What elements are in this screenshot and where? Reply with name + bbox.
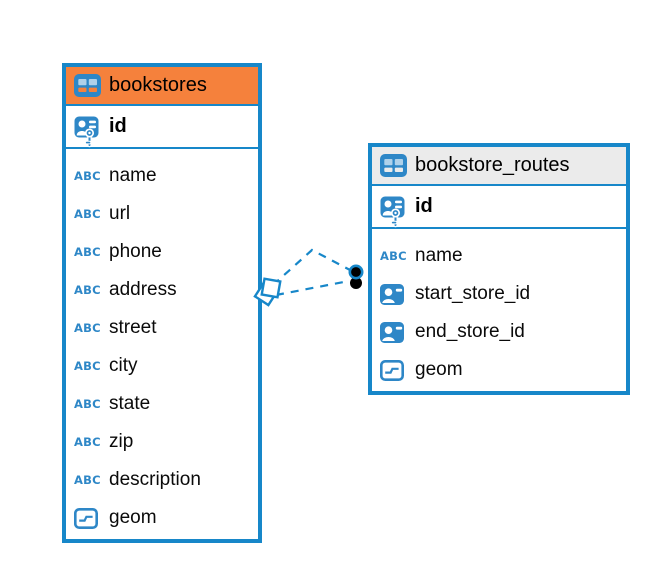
column-list: ABC name start_store_id end_store_id geom xyxy=(372,229,626,391)
text-type-icon: ABC xyxy=(74,207,101,221)
column-label: city xyxy=(109,355,138,376)
column-row-url[interactable]: ABC url xyxy=(66,195,258,233)
text-type-icon: ABC xyxy=(74,321,101,335)
column-label: start_store_id xyxy=(415,283,531,304)
column-row-geom[interactable]: geom xyxy=(66,499,258,537)
column-label: url xyxy=(109,203,131,224)
text-type-icon: ABC xyxy=(74,435,101,449)
column-row-description[interactable]: ABC description xyxy=(66,461,258,499)
column-row-address[interactable]: ABC address xyxy=(66,271,258,309)
primary-key-icon xyxy=(380,186,408,228)
column-row-start_store_id[interactable]: start_store_id xyxy=(372,275,626,313)
table-icon xyxy=(74,74,102,97)
one-end-circle-marker xyxy=(348,264,364,289)
many-end-diamond-marker xyxy=(253,277,282,307)
table-header-bookstores[interactable]: bookstores xyxy=(66,67,258,106)
geometry-type-icon xyxy=(73,507,102,529)
reference-icon xyxy=(380,283,408,305)
column-label: geom xyxy=(415,359,463,380)
relation-line-start-store[interactable] xyxy=(272,248,351,286)
column-label: zip xyxy=(109,431,134,452)
table-title: bookstore_routes xyxy=(415,154,570,176)
column-label: street xyxy=(109,317,157,338)
primary-key-label: id xyxy=(109,115,127,137)
column-label: end_store_id xyxy=(415,321,525,342)
reference-icon xyxy=(380,321,408,343)
column-row-state[interactable]: ABC state xyxy=(66,385,258,423)
text-type-icon: ABC xyxy=(74,169,101,183)
column-label: name xyxy=(109,165,157,186)
fk-relationship-connector[interactable] xyxy=(243,233,373,323)
text-type-icon: ABC xyxy=(74,397,101,411)
primary-key-row[interactable]: id xyxy=(372,186,626,229)
geometry-type-icon xyxy=(379,359,408,381)
primary-key-icon xyxy=(74,106,102,148)
column-row-name[interactable]: ABC name xyxy=(372,237,626,275)
column-row-geom[interactable]: geom xyxy=(372,351,626,389)
text-type-icon: ABC xyxy=(74,245,101,259)
column-label: description xyxy=(109,469,201,490)
text-type-icon: ABC xyxy=(74,283,101,297)
column-row-phone[interactable]: ABC phone xyxy=(66,233,258,271)
primary-key-label: id xyxy=(415,195,433,217)
column-row-city[interactable]: ABC city xyxy=(66,347,258,385)
text-type-icon: ABC xyxy=(74,359,101,373)
column-label: name xyxy=(415,245,463,266)
table-icon xyxy=(380,154,408,177)
table-title: bookstores xyxy=(109,74,207,96)
column-row-end_store_id[interactable]: end_store_id xyxy=(372,313,626,351)
column-row-name[interactable]: ABC name xyxy=(66,157,258,195)
relation-line-end-store[interactable] xyxy=(275,279,350,297)
column-label: address xyxy=(109,279,177,300)
primary-key-row[interactable]: id xyxy=(66,106,258,149)
column-label: phone xyxy=(109,241,162,262)
column-label: geom xyxy=(109,507,157,528)
text-type-icon: ABC xyxy=(380,249,407,263)
text-type-icon: ABC xyxy=(74,473,101,487)
column-row-street[interactable]: ABC street xyxy=(66,309,258,347)
table-header-bookstore_routes[interactable]: bookstore_routes xyxy=(372,147,626,186)
column-row-zip[interactable]: ABC zip xyxy=(66,423,258,461)
column-label: state xyxy=(109,393,151,414)
